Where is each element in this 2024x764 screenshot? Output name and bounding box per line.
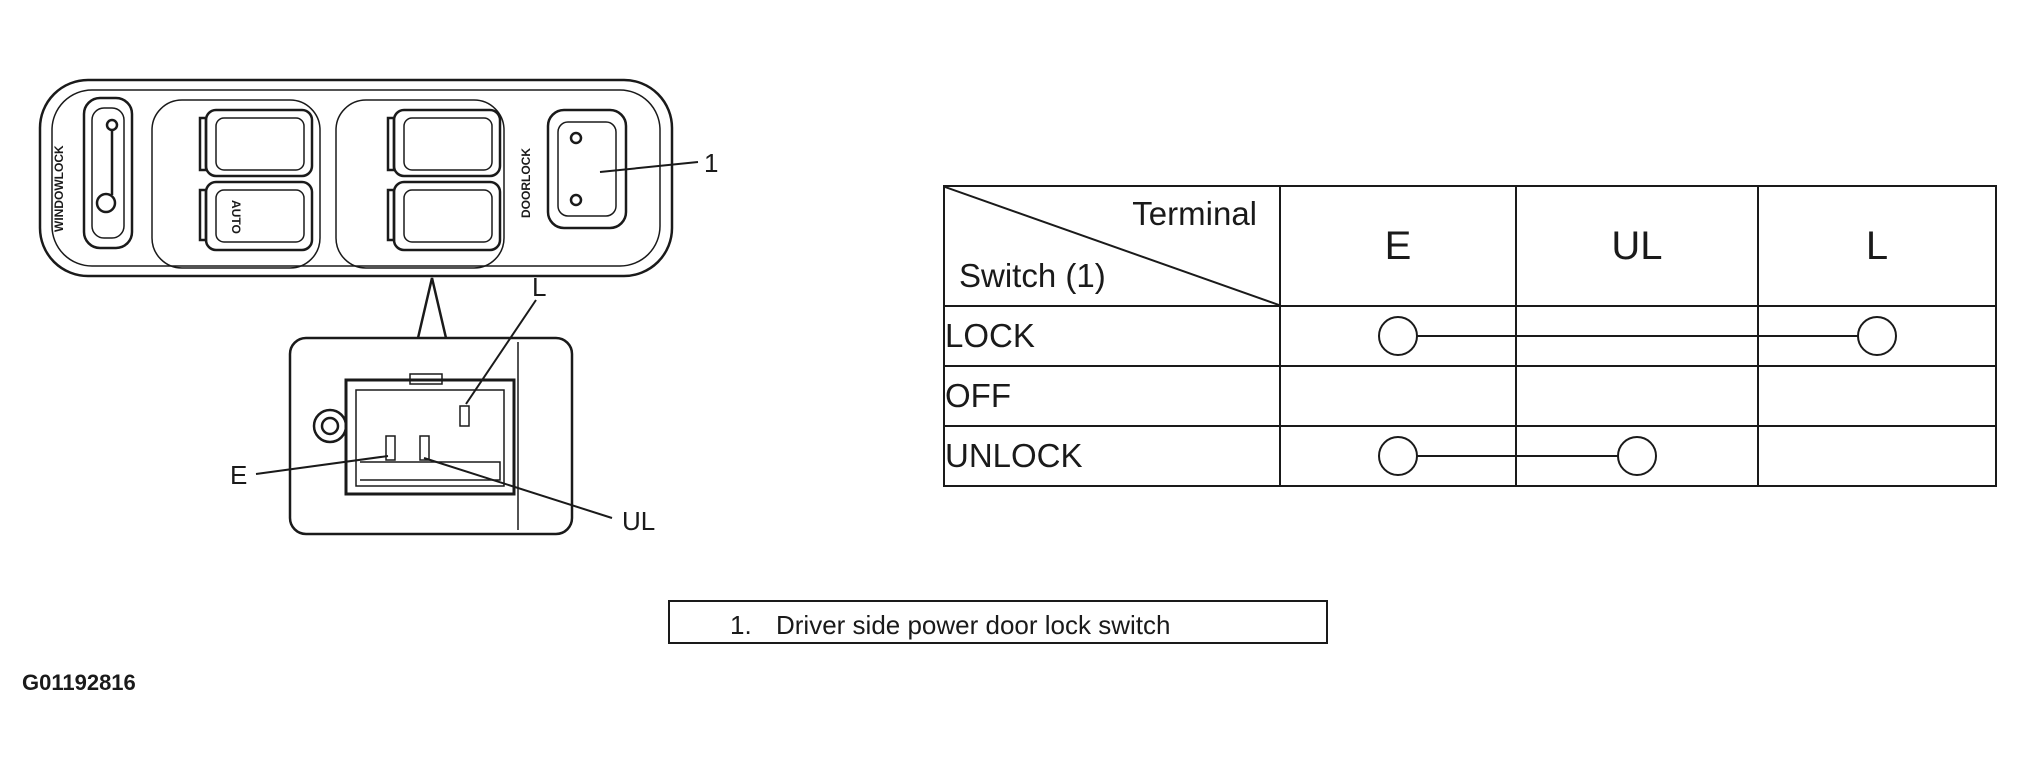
- callout-1-leader: [599, 161, 699, 173]
- column-header-UL: UL: [1515, 185, 1759, 307]
- legend-text: Driver side power door lock switch: [776, 610, 1171, 640]
- figure-id: G01192816: [22, 670, 136, 695]
- table-corner-cell: Terminal Switch (1): [943, 185, 1281, 307]
- window-switch-upper-right[interactable]: [392, 108, 502, 178]
- row-label-off: OFF: [943, 365, 1281, 427]
- switch-heading: Switch (1): [959, 257, 1106, 294]
- auto-label: AUTO: [229, 200, 243, 234]
- cell-off-E: [1279, 365, 1517, 427]
- cell-lock-L: [1757, 305, 1997, 367]
- cell-off-UL: [1515, 365, 1759, 427]
- terminal-UL-label: UL: [622, 506, 655, 536]
- terminal-UL-pin: [419, 435, 430, 461]
- cell-lock-UL: [1515, 305, 1759, 367]
- terminal-E-pin: [385, 435, 396, 461]
- row-label-lock: LOCK: [943, 305, 1281, 367]
- cell-unlock-E: [1279, 425, 1517, 487]
- table-row-lock: LOCK: [943, 305, 1997, 367]
- row-label-unlock: UNLOCK: [943, 425, 1281, 487]
- detail-pointer: [416, 277, 448, 339]
- window-switch-upper-left[interactable]: [204, 108, 314, 178]
- terminal-heading: Terminal: [1132, 195, 1257, 232]
- table-row-off: OFF: [943, 365, 1997, 427]
- legend-box: 1. Driver side power door lock switch: [668, 600, 1328, 644]
- cell-unlock-UL: [1515, 425, 1759, 487]
- cell-off-L: [1757, 365, 1997, 427]
- column-header-E: E: [1279, 185, 1517, 307]
- column-header-L: L: [1757, 185, 1997, 307]
- terminal-E-label: E: [230, 460, 247, 490]
- window-lock-label: WINDOWLOCK: [52, 145, 66, 232]
- cell-unlock-L: [1757, 425, 1997, 487]
- continuity-table: Terminal Switch (1) E UL L LOCK OFF UNLO…: [943, 185, 1997, 487]
- connector-detail: [288, 336, 574, 536]
- corner-diagonal: [945, 187, 1279, 305]
- window-lock-button[interactable]: [82, 96, 134, 250]
- window-switch-lower-right[interactable]: [392, 180, 502, 252]
- terminal-L-pin: [459, 405, 470, 427]
- cell-lock-E: [1279, 305, 1517, 367]
- power-window-switch-panel: [38, 78, 674, 278]
- window-switch-lower-left[interactable]: [204, 180, 314, 252]
- terminal-L-label: L: [532, 272, 546, 302]
- table-row-unlock: UNLOCK: [943, 425, 1997, 487]
- legend-number: 1.: [730, 610, 752, 640]
- callout-1-number: 1: [704, 148, 718, 178]
- door-lock-label: DOORLOCK: [519, 148, 533, 218]
